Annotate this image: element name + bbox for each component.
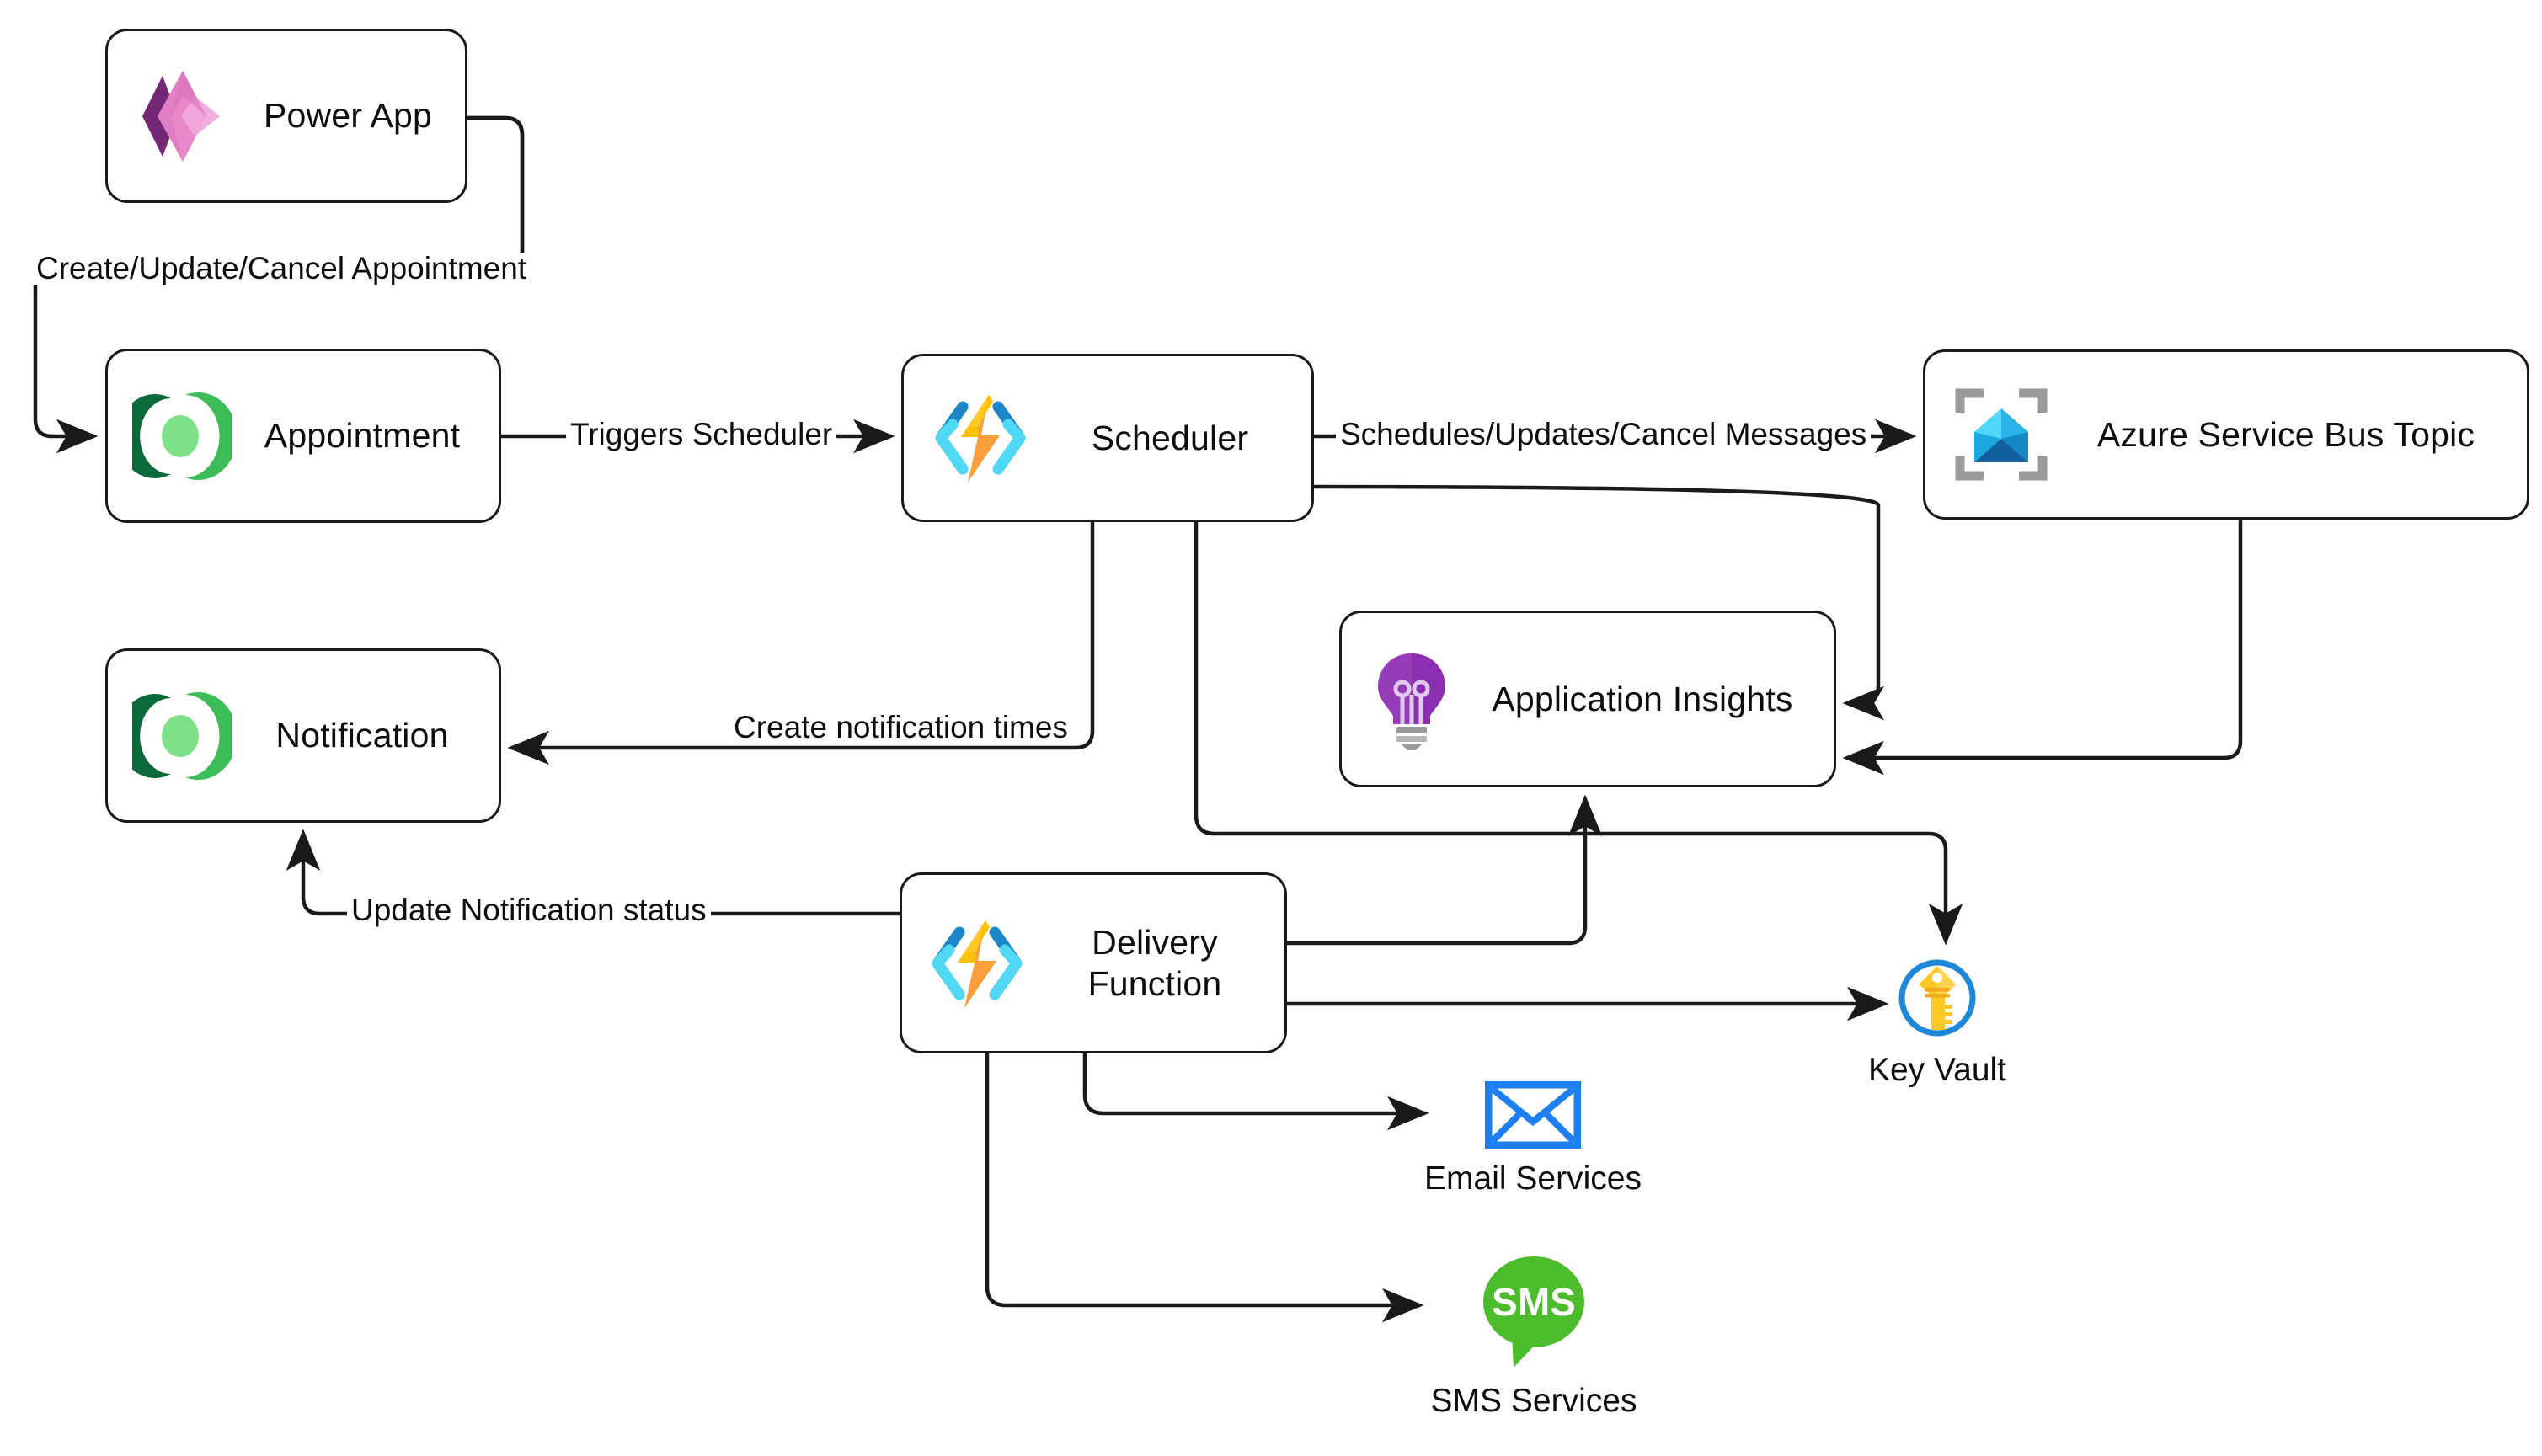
key-vault-icon <box>1895 956 1979 1040</box>
sms-glyph-text: SMS <box>1492 1280 1576 1324</box>
node-notification[interactable]: Notification <box>105 648 501 823</box>
node-appointment[interactable]: Appointment <box>105 349 501 523</box>
edge-label-create-update-cancel-appointment: Create/Update/Cancel Appointment <box>32 253 531 284</box>
node-delivery-function[interactable]: Delivery Function <box>900 872 1287 1053</box>
edge-label-triggers-scheduler: Triggers Scheduler <box>566 419 837 450</box>
azure-functions-icon <box>914 900 1040 1027</box>
node-service-bus-topic[interactable]: Azure Service Bus Topic <box>1923 349 2529 520</box>
node-label-service-bus-topic: Azure Service Bus Topic <box>2096 414 2475 454</box>
edge-servicebus-to-appinsights <box>1842 520 2243 776</box>
node-key-vault[interactable]: Key Vault <box>1853 956 2021 1089</box>
edge-label-update-notification-status: Update Notification status <box>347 894 711 925</box>
edge-deliveryfunction-to-email <box>1082 1053 1429 1131</box>
edge-powerapp-to-appointment-left <box>33 285 99 454</box>
node-label-appointment: Appointment <box>264 416 461 456</box>
application-insights-icon <box>1357 640 1466 758</box>
node-sms-services[interactable]: SMS SMS Services <box>1420 1255 1647 1420</box>
node-label-notification: Notification <box>275 716 449 755</box>
node-label-application-insights: Application Insights <box>1492 679 1793 718</box>
power-apps-icon <box>120 53 246 179</box>
node-application-insights[interactable]: Application Insights <box>1339 611 1836 787</box>
edge-label-create-notification-times: Create notification times <box>729 712 1072 743</box>
node-label-email-services: Email Services <box>1424 1160 1642 1197</box>
edge-powerapp-to-appointment-b <box>467 115 525 269</box>
node-email-services[interactable]: Email Services <box>1423 1080 1642 1197</box>
node-label-power-app: Power App <box>263 96 433 136</box>
dataverse-table-icon <box>123 377 241 495</box>
sms-bubble-icon: SMS <box>1475 1255 1593 1371</box>
node-scheduler[interactable]: Scheduler <box>901 354 1314 522</box>
node-label-sms-services: SMS Services <box>1430 1383 1637 1419</box>
node-label-delivery-function: Delivery Function <box>1087 923 1222 1003</box>
dataverse-table-icon <box>123 677 241 795</box>
node-label-scheduler: Scheduler <box>1091 418 1249 457</box>
edge-deliveryfunction-to-appinsights <box>1287 794 1603 946</box>
node-power-app[interactable]: Power App <box>105 29 467 203</box>
email-envelope-icon <box>1484 1080 1582 1149</box>
edge-label-schedules-updates-cancel-messages: Schedules/Updates/Cancel Messages <box>1336 419 1872 450</box>
azure-functions-icon <box>917 375 1044 501</box>
azure-service-bus-icon <box>1942 376 2060 493</box>
edge-deliveryfunction-to-sms <box>985 1053 1424 1323</box>
node-label-key-vault: Key Vault <box>1867 1052 2007 1088</box>
